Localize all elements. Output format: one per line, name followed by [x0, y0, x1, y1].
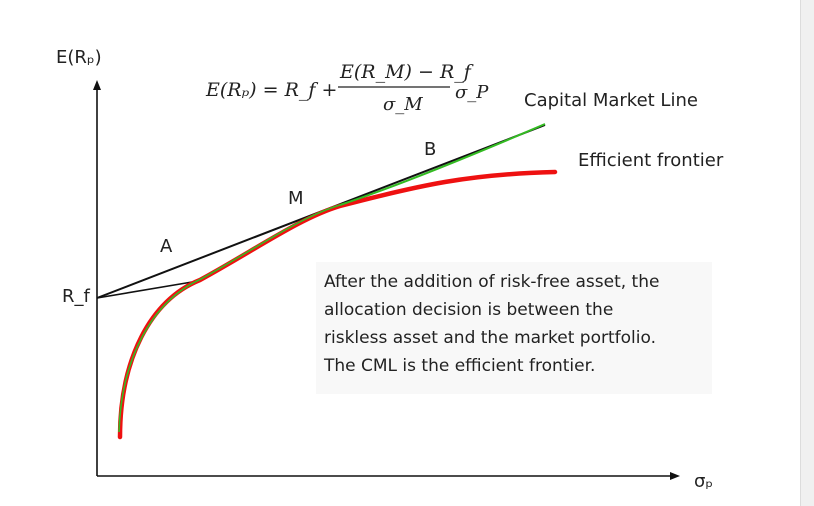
note-line-2: allocation decision is between the	[324, 300, 614, 320]
formula-trailing: σ_P	[455, 82, 489, 103]
y-axis-arrowhead	[93, 80, 101, 90]
y-axis-label: E(Rₚ)	[56, 47, 102, 68]
note-line-3: riskless asset and the market portfolio.	[324, 328, 656, 348]
note-line-4: The CML is the efficient frontier.	[324, 356, 596, 376]
formula-lhs: E(Rₚ) = R_f +	[205, 79, 337, 101]
rf-label: R_f	[62, 286, 91, 307]
frontier-label: Efficient frontier	[578, 150, 724, 171]
formula-numerator: E(R_M) − R_f	[339, 61, 474, 83]
x-axis-label: σₚ	[694, 471, 713, 492]
cml-label: Capital Market Line	[524, 90, 698, 111]
x-axis-arrowhead	[670, 472, 680, 480]
rf-to-a-line	[96, 280, 199, 299]
point-m-label: M	[288, 188, 304, 209]
formula-denominator: σ_M	[383, 94, 423, 115]
point-b-label: B	[424, 139, 436, 160]
explanation-note: After the addition of risk-free asset, t…	[316, 262, 712, 394]
vertical-scrollbar[interactable]	[800, 0, 814, 506]
frontier-trace-lower	[118, 204, 341, 433]
frontier-trace-upper	[339, 123, 546, 206]
note-line-1: After the addition of risk-free asset, t…	[324, 272, 660, 292]
point-a-label: A	[160, 236, 173, 257]
